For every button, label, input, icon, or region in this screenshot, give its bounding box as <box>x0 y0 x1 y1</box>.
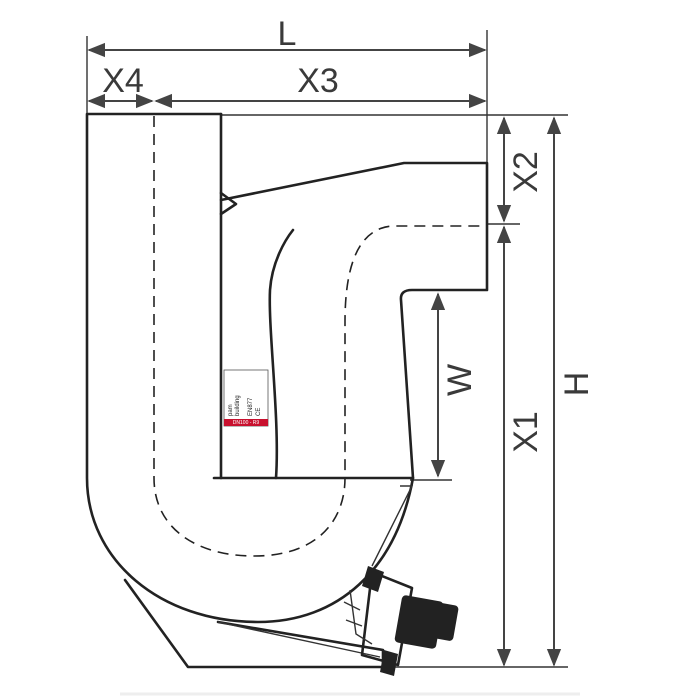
dim-H-label: H <box>558 372 596 397</box>
cap-bracket <box>360 570 414 667</box>
nameplate: pam building EN877 CE DN100 - R9 <box>223 369 269 427</box>
dim-X4-label: X4 <box>102 62 144 100</box>
cap-detail-c <box>345 619 363 627</box>
nameplate-code1: EN877 <box>248 397 254 416</box>
dim-X1-label: X1 <box>507 411 545 453</box>
cap-detail-a <box>349 589 373 645</box>
outer-skirt <box>123 578 385 669</box>
dim-X3-label: X3 <box>297 62 339 100</box>
dim-W-label: W <box>441 364 479 396</box>
nameplate-ref: DN100 - R9 <box>233 420 260 426</box>
cleanout-cap-assembly <box>343 485 459 676</box>
nameplate-red-strip <box>224 419 268 426</box>
trap-body <box>85 112 489 669</box>
trap-outer-outline <box>85 112 489 624</box>
cap-detail-b <box>343 601 361 611</box>
skirt-inner <box>217 621 381 658</box>
centre-line-dashed <box>153 116 487 557</box>
nameplate-brand-top: pam <box>228 404 234 416</box>
extension-lines <box>86 30 568 668</box>
nameplate-brand-bottom: building <box>235 395 241 416</box>
cap-knob <box>433 603 459 641</box>
dimension-lines <box>87 42 562 667</box>
nameplate-code2: CE <box>256 408 262 416</box>
cap-body <box>394 595 444 649</box>
dim-X2-label: X2 <box>507 151 545 193</box>
cap-lower <box>380 650 398 676</box>
neck-flange <box>219 191 238 216</box>
cap-nut <box>362 566 384 592</box>
dim-L-label: L <box>278 15 297 53</box>
cap-seam <box>371 485 414 567</box>
inner-core-curve <box>268 228 295 480</box>
dimension-labels: L X4 X3 X2 X1 H W <box>102 15 596 453</box>
